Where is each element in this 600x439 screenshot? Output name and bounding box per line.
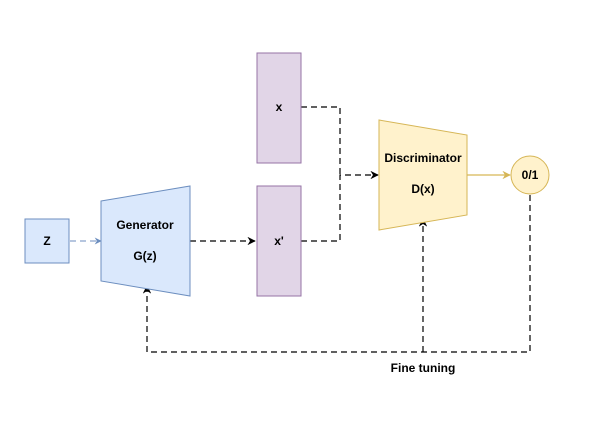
node-discriminator: Discriminator D(x)	[378, 119, 468, 231]
edge-xfake-to-discriminator	[301, 170, 379, 242]
node-generator-func: G(z)	[133, 249, 156, 263]
node-x-fake-label: x'	[274, 234, 284, 248]
node-generator-title: Generator	[116, 218, 174, 232]
node-x-real-label: x	[276, 100, 283, 114]
node-output: 0/1	[510, 155, 550, 195]
node-z: Z	[24, 218, 70, 264]
edge-xreal-to-discriminator	[301, 106, 341, 175]
node-x-fake: x'	[256, 185, 302, 297]
node-x-real: x	[256, 52, 302, 164]
node-discriminator-func: D(x)	[411, 182, 434, 196]
node-z-label: Z	[43, 234, 50, 248]
node-discriminator-title: Discriminator	[384, 151, 462, 165]
feedback-label: Fine tuning	[391, 361, 456, 375]
edge-feedback-to-generator	[142, 195, 531, 353]
node-output-label: 0/1	[522, 168, 539, 182]
node-generator: Generator G(z)	[100, 185, 191, 297]
